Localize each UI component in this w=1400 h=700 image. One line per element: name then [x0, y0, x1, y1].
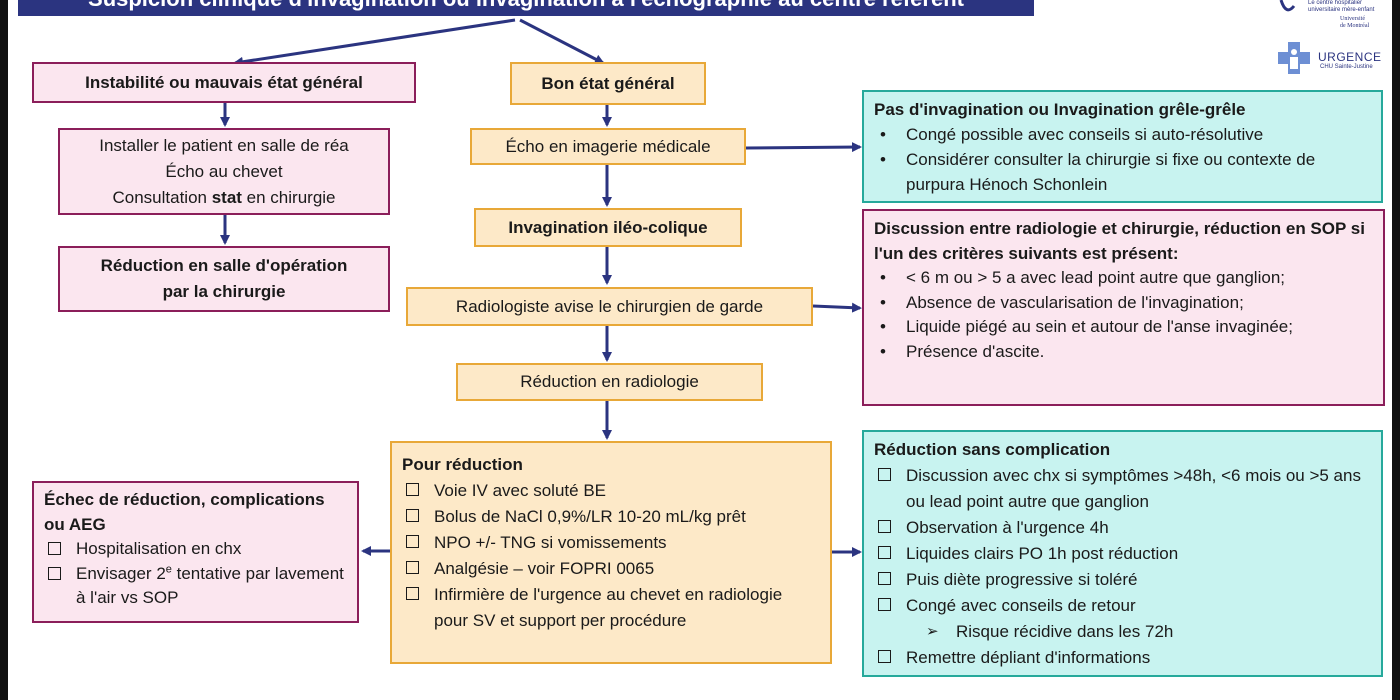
ileo-label: Invagination iléo-colique	[508, 217, 708, 237]
discussion-item-2: Absence de vascularisation de l'invagina…	[874, 291, 1371, 316]
pour-reduction-list: Voie IV avec soluté BE Bolus de NaCl 0,9…	[402, 478, 818, 634]
install-box: Installer le patient en salle de réa Éch…	[58, 128, 390, 215]
urgence-logo-sub: CHU Sainte-Justine	[1320, 64, 1373, 70]
failure-title: Échec de réduction, complications ou AEG	[44, 490, 325, 534]
radiologist-label: Radiologiste avise le chirurgien de gard…	[455, 296, 764, 316]
success-item-conge: Congé avec conseils de retour	[874, 593, 1369, 619]
success-item-depliant: Remettre dépliant d'informations	[874, 645, 1369, 671]
install-line-1: Installer le patient en salle de réa	[99, 135, 349, 155]
ileo-box: Invagination iléo-colique	[474, 208, 742, 247]
consult-line: Consultation stat en chirurgie	[112, 185, 335, 211]
chu-mark-icon	[1279, 0, 1296, 12]
success-box: Réduction sans complication Discussion a…	[862, 430, 1383, 677]
arrow-echo-to-noinv	[745, 142, 862, 153]
consult-stat: stat	[211, 187, 242, 207]
install-line-2: Écho au chevet	[165, 161, 283, 181]
discussion-item-1: < 6 m ou > 5 a avec lead point autre que…	[874, 266, 1371, 291]
urgence-cross-icon	[1278, 42, 1310, 74]
no-invagination-title: Pas d'invagination ou Invagination grêle…	[874, 100, 1246, 119]
or-reduction-box: Réduction en salle d'opération par la ch…	[58, 246, 390, 312]
unstable-box: Instabilité ou mauvais état général	[32, 62, 416, 103]
udem-logo-line2: de Montréal	[1340, 23, 1370, 29]
arrow-radiologist-to-discussion	[812, 302, 862, 313]
urgence-logo: URGENCE CHU Sainte-Justine	[1276, 40, 1394, 80]
failure-list: Hospitalisation en chx Envisager 2e tent…	[44, 537, 347, 611]
chu-logo-line2: universitaire mère-enfant	[1308, 7, 1375, 13]
consult-pre: Consultation	[112, 187, 212, 207]
radio-reduction-box: Réduction en radiologie	[456, 363, 763, 401]
pour-item-nurse: Infirmière de l'urgence au chevet en rad…	[402, 582, 818, 634]
success-item-observation: Observation à l'urgence 4h	[874, 515, 1369, 541]
success-item-risque: Risque récidive dans les 72h	[874, 619, 1369, 645]
consult-post: en chirurgie	[241, 187, 336, 207]
udem-logo: Université de Montréal	[1340, 16, 1369, 30]
pour-reduction-title: Pour réduction	[402, 455, 523, 474]
discussion-list: < 6 m ou > 5 a avec lead point autre que…	[874, 266, 1371, 364]
success-title: Réduction sans complication	[874, 440, 1111, 459]
discussion-item-4: Présence d'ascite.	[874, 340, 1371, 365]
pour-item-analgesie: Analgésie – voir FOPRI 0065	[402, 556, 818, 582]
good-state-box: Bon état général	[510, 62, 706, 105]
good-state-label: Bon état général	[541, 73, 675, 93]
radiologist-box: Radiologiste avise le chirurgien de gard…	[406, 287, 813, 326]
radio-reduction-label: Réduction en radiologie	[520, 372, 699, 391]
or-reduction-line-2: par la chirurgie	[162, 282, 286, 301]
arrow-to-good	[519, 18, 605, 65]
echo-box: Écho en imagerie médicale	[470, 128, 746, 165]
pour-item-bolus: Bolus de NaCl 0,9%/LR 10-20 mL/kg prêt	[402, 504, 818, 530]
arrow-to-unstable	[233, 18, 516, 67]
success-item-discussion: Discussion avec chx si symptômes >48h, <…	[874, 463, 1369, 515]
chu-logo: Le centre hospitalier universitaire mère…	[1278, 0, 1393, 36]
pour-reduction-box: Pour réduction Voie IV avec soluté BE Bo…	[390, 441, 832, 664]
pour-item-npo: NPO +/- TNG si vomissements	[402, 530, 818, 556]
failure-item-hosp: Hospitalisation en chx	[44, 537, 347, 562]
unstable-label: Instabilité ou mauvais état général	[85, 72, 363, 92]
no-invagination-box: Pas d'invagination ou Invagination grêle…	[862, 90, 1383, 203]
udem-logo-line1: Université	[1340, 16, 1365, 22]
failure-item-envisager: Envisager 2e tentative par lavement à l'…	[44, 562, 347, 611]
no-invagination-item-2: Considérer consulter la chirurgie si fix…	[874, 147, 1369, 197]
chu-logo-line1: Le centre hospitalier	[1308, 0, 1363, 6]
page-title: Suspicion clinique d'invagination ou inv…	[18, 0, 1034, 16]
or-reduction-line-1: Réduction en salle d'opération	[100, 256, 348, 275]
failure-env-pre: Envisager 2	[76, 563, 166, 583]
no-invagination-item-1: Congé possible avec conseils si auto-rés…	[874, 122, 1369, 147]
urgence-logo-name: URGENCE	[1318, 50, 1382, 64]
left-frame-edge	[0, 0, 8, 700]
success-list: Discussion avec chx si symptômes >48h, <…	[874, 463, 1369, 671]
discussion-item-3: Liquide piégé au sein et autour de l'ans…	[874, 315, 1371, 340]
success-item-liquides: Liquides clairs PO 1h post réduction	[874, 541, 1369, 567]
failure-env-sup: e	[165, 562, 172, 575]
failure-env-post: tentative par lavement à l'air vs SOP	[76, 563, 344, 608]
no-invagination-list: Congé possible avec conseils si auto-rés…	[874, 122, 1369, 197]
right-frame-edge	[1392, 0, 1400, 700]
discussion-title: Discussion entre radiologie et chirurgie…	[874, 219, 1365, 263]
success-item-diete: Puis diète progressive si toléré	[874, 567, 1369, 593]
pour-item-iv: Voie IV avec soluté BE	[402, 478, 818, 504]
discussion-box: Discussion entre radiologie et chirurgie…	[862, 209, 1385, 406]
echo-label: Écho en imagerie médicale	[505, 136, 711, 156]
failure-box: Échec de réduction, complications ou AEG…	[32, 481, 359, 623]
